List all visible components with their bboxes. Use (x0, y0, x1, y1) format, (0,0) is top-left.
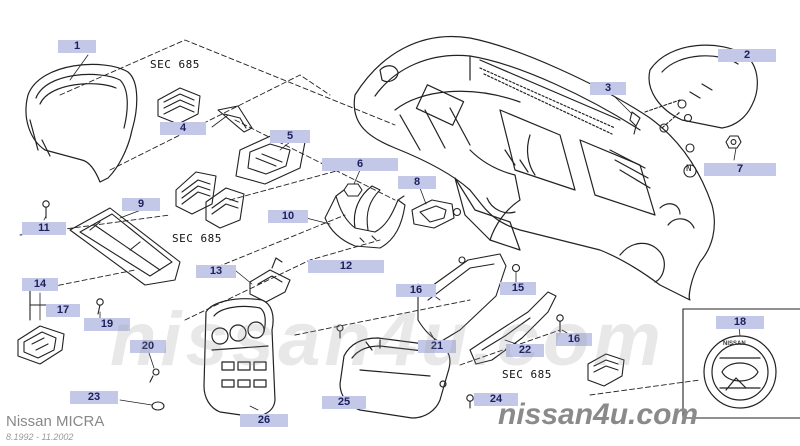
part-label-4[interactable]: 4 (160, 122, 206, 135)
section-ref-bottom[interactable]: SEC 685 (502, 368, 552, 381)
bracket-part-8 (411, 199, 462, 229)
trim-part-22 (469, 291, 557, 365)
period-caption: 8.1992 - 11.2002 (6, 432, 74, 442)
clip-part-3 (629, 99, 695, 153)
site-watermark: nissan4u.com (498, 398, 699, 431)
part-label-6[interactable]: 6 (322, 158, 398, 171)
clip-part-15 (511, 263, 521, 273)
part-label-2[interactable]: 2 (718, 49, 776, 62)
emblem-text: NISSAN (723, 341, 746, 347)
part-label-9[interactable]: 9 (122, 198, 160, 211)
screw-part-24 (466, 394, 474, 409)
trim-part-4 (217, 105, 253, 133)
n-marker-label: N (686, 164, 692, 174)
model-caption: Nissan MICRA (6, 413, 105, 430)
part-label-26[interactable]: 26 (240, 414, 288, 427)
section-ref-middle[interactable]: SEC 685 (172, 232, 222, 245)
trim-panel-part-16 (417, 253, 564, 343)
part-label-22[interactable]: 22 (506, 344, 544, 357)
section-ref-top[interactable]: SEC 685 (150, 58, 200, 71)
part-label-17[interactable]: 17 (46, 304, 80, 317)
side-vents-part (175, 171, 245, 229)
part-label-14[interactable]: 14 (22, 278, 58, 291)
part-label-11[interactable]: 11 (22, 222, 66, 235)
shelf-part-9 (69, 207, 181, 286)
part-label-12[interactable]: 12 (308, 260, 384, 273)
part-label-18[interactable]: 18 (716, 316, 764, 329)
screw-part-extra (336, 324, 344, 339)
part-label-16a[interactable]: 16 (396, 284, 436, 297)
ghost-watermark: nissan4u.com (110, 297, 665, 382)
part-label-21[interactable]: 21 (418, 340, 456, 353)
screw-part-19 (96, 298, 104, 315)
part-label-20[interactable]: 20 (130, 340, 166, 353)
vent-right-part (587, 353, 625, 387)
vent-upper-part (157, 87, 201, 125)
washer-part-23 (151, 401, 165, 411)
instrument-panel-part (353, 35, 715, 301)
part-label-10[interactable]: 10 (268, 210, 308, 223)
part-label-1[interactable]: 1 (58, 40, 96, 53)
nut-part-6 (343, 183, 363, 197)
center-lower-panel-part (203, 298, 276, 417)
bracket-part-13 (249, 257, 291, 303)
part-label-16b[interactable]: 16 (556, 333, 592, 346)
part-label-13[interactable]: 13 (196, 265, 236, 278)
part-label-5[interactable]: 5 (270, 130, 310, 143)
screw-part-11 (42, 200, 50, 219)
part-label-19[interactable]: 19 (84, 318, 130, 331)
bracket-part-10 (324, 185, 406, 249)
part-label-24[interactable]: 24 (474, 393, 518, 406)
part-label-8[interactable]: 8 (398, 176, 436, 189)
screw-part-20 (149, 368, 160, 383)
part-label-7[interactable]: 7 (704, 163, 776, 176)
part-label-23[interactable]: 23 (70, 391, 118, 404)
part-label-25[interactable]: 25 (322, 396, 366, 409)
part-label-15[interactable]: 15 (500, 282, 536, 295)
switch-part-17 (17, 325, 65, 365)
meter-hood-part (25, 63, 138, 183)
n-marker-circle (683, 164, 697, 178)
nut-part-7 (725, 135, 742, 149)
emblem-part-18 (703, 335, 777, 409)
part-label-3[interactable]: 3 (590, 82, 626, 95)
